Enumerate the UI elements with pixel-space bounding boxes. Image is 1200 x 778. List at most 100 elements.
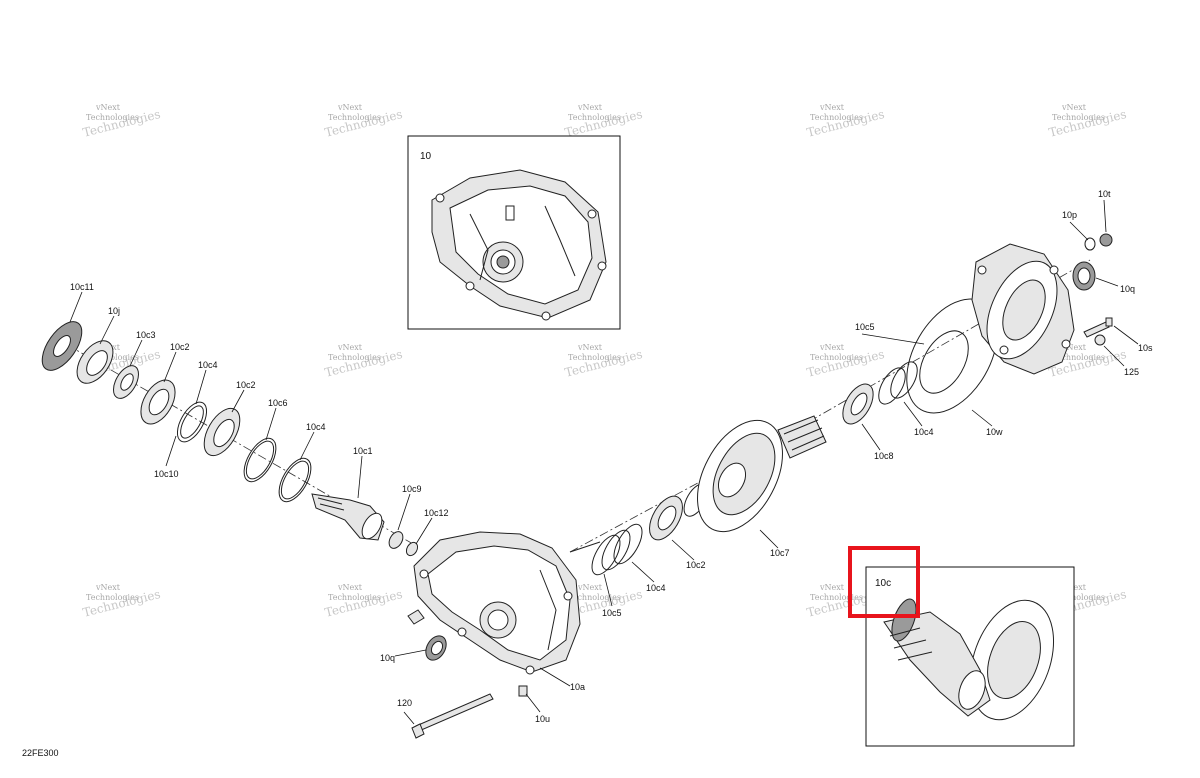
watermark: Technologies vNext Technologies	[323, 583, 403, 620]
svg-text:Technologies: Technologies	[323, 347, 403, 380]
callout-10c11[interactable]: 10c11	[70, 282, 94, 292]
part-10c3-bearing[interactable]	[108, 361, 143, 402]
svg-text:vNext: vNext	[819, 583, 845, 592]
callout-120[interactable]: 120	[397, 698, 412, 708]
callout-10c2[interactable]: 10c2	[686, 560, 706, 570]
part-10c10-shim[interactable]	[171, 397, 212, 446]
callout-10q[interactable]: 10q	[1120, 284, 1135, 294]
svg-text:vNext: vNext	[95, 103, 121, 112]
watermark: Technologies vNext Technologies	[563, 103, 643, 140]
watermark: Technologies vNext Technologies	[81, 583, 161, 620]
callouts: 10c11 10j 10c3 10c2 10c4 10c10 10c2 10c6…	[70, 189, 1153, 724]
callout-10c4[interactable]: 10c4	[914, 427, 934, 437]
part-10a-housing[interactable]	[413, 531, 601, 675]
part-10p-washer[interactable]	[1084, 237, 1096, 251]
part-10c9-nut[interactable]	[386, 529, 405, 551]
part-10c4-ring-left[interactable]	[273, 453, 318, 507]
callout-10c12[interactable]: 10c12	[424, 508, 449, 518]
part-10c5-ring-upper[interactable]	[910, 323, 979, 402]
part-10c2-bearing-right[interactable]	[643, 491, 690, 546]
svg-text:vNext: vNext	[337, 103, 363, 112]
diagram-reference-code: 22FE300	[22, 748, 59, 758]
inset-subassembly-10c[interactable]	[865, 566, 1075, 747]
callout-10c1[interactable]: 10c1	[353, 446, 373, 456]
callout-10t[interactable]: 10t	[1098, 189, 1111, 199]
callout-10p[interactable]: 10p	[1062, 210, 1077, 220]
part-10c5-rings-lower[interactable]	[586, 520, 647, 579]
part-10c6-ring[interactable]	[238, 433, 283, 487]
part-10j-seal[interactable]	[70, 334, 120, 389]
callout-10c5[interactable]: 10c5	[602, 608, 622, 618]
svg-text:Technologies: Technologies	[323, 587, 403, 620]
callout-10c4[interactable]: 10c4	[198, 360, 218, 370]
housing-assembly-illustration	[431, 169, 607, 321]
svg-text:Technologies: Technologies	[323, 107, 403, 140]
callout-10a[interactable]: 10a	[570, 682, 585, 692]
svg-text:Technologies: Technologies	[86, 593, 139, 602]
svg-text:Technologies: Technologies	[563, 347, 643, 380]
differential-subassembly-illustration	[883, 598, 1055, 721]
svg-text:Technologies: Technologies	[1047, 107, 1127, 140]
svg-text:vNext: vNext	[819, 103, 845, 112]
part-vent-fitting[interactable]	[407, 609, 425, 625]
callout-10u[interactable]: 10u	[535, 714, 550, 724]
watermark: Technologies vNext Technologies	[323, 103, 403, 140]
part-120-bolt[interactable]	[411, 693, 494, 739]
callout-10c2[interactable]: 10c2	[236, 380, 256, 390]
part-10c11-seal[interactable]	[34, 315, 89, 377]
part-10c2-bearing-mid[interactable]	[197, 402, 247, 461]
callout-10q[interactable]: 10q	[380, 653, 395, 663]
callout-10c4[interactable]: 10c4	[646, 583, 666, 593]
watermark: Technologies vNext Technologies	[323, 343, 403, 380]
svg-text:Technologies: Technologies	[328, 353, 381, 362]
callout-10c6[interactable]: 10c6	[268, 398, 288, 408]
callout-10j[interactable]: 10j	[108, 306, 120, 316]
callout-10c3[interactable]: 10c3	[136, 330, 156, 340]
watermark: Technologies vNext Technologies	[563, 343, 643, 380]
callout-10c4[interactable]: 10c4	[306, 422, 326, 432]
svg-text:Technologies: Technologies	[1052, 593, 1105, 602]
svg-text:Technologies: Technologies	[810, 353, 863, 362]
watermark: Technologies vNext Technologies	[1047, 103, 1127, 140]
part-10q-seal-left[interactable]	[422, 632, 451, 664]
callout-10c5[interactable]: 10c5	[855, 322, 875, 332]
svg-text:vNext: vNext	[577, 103, 603, 112]
part-10u-plug[interactable]	[518, 685, 528, 697]
part-shaft-splined[interactable]	[777, 415, 827, 459]
svg-text:Technologies: Technologies	[1052, 113, 1105, 122]
svg-text:Technologies: Technologies	[568, 593, 621, 602]
watermark: Technologies vNext Technologies	[81, 103, 161, 140]
svg-text:vNext: vNext	[577, 343, 603, 352]
callout-10c10[interactable]: 10c10	[154, 469, 179, 479]
svg-text:vNext: vNext	[1061, 103, 1087, 112]
svg-text:Technologies: Technologies	[810, 113, 863, 122]
inset-assembly-10[interactable]: 10	[407, 135, 621, 330]
part-cover-housing[interactable]	[971, 243, 1075, 375]
part-10t-plug[interactable]	[1099, 233, 1113, 247]
part-10s-screw[interactable]	[1083, 317, 1113, 338]
part-10c12-washer[interactable]	[404, 540, 420, 557]
svg-text:Technologies: Technologies	[328, 593, 381, 602]
svg-text:Technologies: Technologies	[81, 107, 161, 140]
callout-125[interactable]: 125	[1124, 367, 1139, 377]
callout-10c9[interactable]: 10c9	[402, 484, 422, 494]
callout-10w[interactable]: 10w	[986, 427, 1003, 437]
svg-text:Technologies: Technologies	[805, 107, 885, 140]
callout-10c7[interactable]: 10c7	[770, 548, 790, 558]
part-10c8-bearing[interactable]	[837, 379, 880, 429]
callout-10s[interactable]: 10s	[1138, 343, 1153, 353]
svg-text:Technologies: Technologies	[568, 113, 621, 122]
callout-10c2[interactable]: 10c2	[170, 342, 190, 352]
svg-text:vNext: vNext	[337, 583, 363, 592]
svg-text:Technologies: Technologies	[328, 113, 381, 122]
part-10c7-ring-gear[interactable]	[680, 406, 800, 546]
callout-10c8[interactable]: 10c8	[874, 451, 894, 461]
part-125-bolt[interactable]	[1094, 334, 1106, 346]
watermark: Technologies vNext Technologies	[805, 103, 885, 140]
svg-text:Technologies: Technologies	[81, 587, 161, 620]
part-10c4-rings-upper[interactable]	[873, 358, 922, 409]
svg-text:vNext: vNext	[95, 583, 121, 592]
part-10q-seal-right[interactable]	[1072, 261, 1096, 291]
part-10c2-bearing-left[interactable]	[134, 374, 182, 430]
part-10c1-pinion-shaft[interactable]	[311, 493, 386, 542]
